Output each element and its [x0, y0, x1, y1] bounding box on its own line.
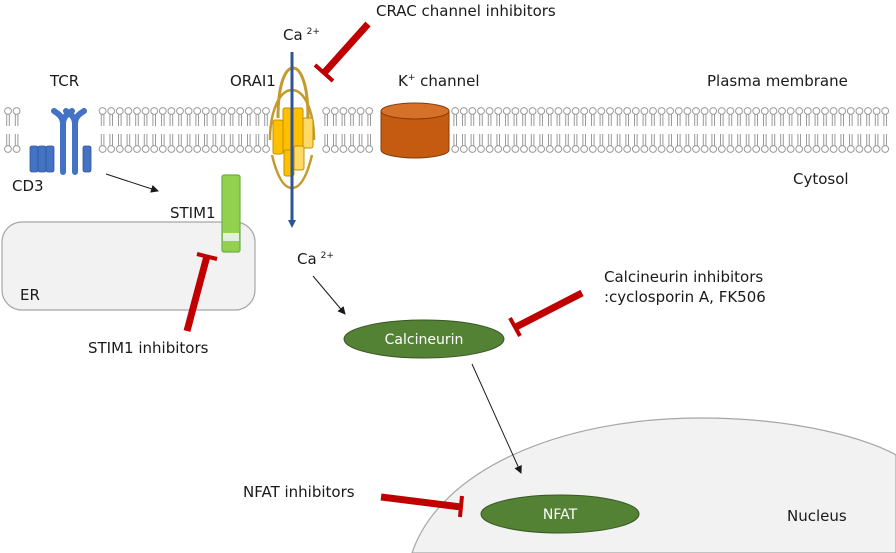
tcr-receptor — [51, 108, 87, 175]
stim1-inhibitor-bar — [183, 252, 218, 332]
calcineurin-inhibitors-detail: :cyclosporin A, FK506 — [604, 288, 766, 306]
plasma-membrane-bilayer — [4, 107, 890, 153]
nfat-inhibitors-label: NFAT inhibitors — [243, 483, 355, 501]
tcr-to-stim1-arrow — [105, 173, 159, 193]
nfat-node — [480, 494, 640, 534]
orai1-label: ORAI1 — [230, 72, 276, 90]
endoplasmic-reticulum — [1, 221, 256, 311]
potassium-channel — [380, 102, 450, 159]
nfat-label: NFAT — [543, 507, 578, 523]
nucleus — [411, 417, 896, 553]
nfat-inhibitor-bar — [380, 493, 464, 518]
calcineurin-inhibitor-bar — [508, 289, 584, 337]
tcr-label: TCR — [49, 72, 79, 90]
cytosol-label: Cytosol — [793, 170, 849, 188]
er-label: ER — [20, 286, 40, 304]
stim1-protein — [221, 174, 241, 253]
stim1-label: STIM1 — [170, 204, 216, 222]
k-channel-label: K+ channel — [398, 72, 480, 90]
calcineurin-inhibitors-label: Calcineurin inhibitors — [604, 268, 763, 286]
calcium-to-calcineurin-arrow — [312, 275, 346, 315]
crac-inhibitor-bar — [313, 21, 371, 83]
cd3-label: CD3 — [12, 177, 44, 195]
calcineurin-to-nfat-arrow — [471, 363, 522, 474]
nucleus-label: Nucleus — [787, 507, 847, 525]
crac-inhibitors-label: CRAC channel inhibitors — [376, 2, 556, 20]
calcineurin-label: Calcineurin — [385, 332, 464, 348]
stim1-inhibitors-label: STIM1 inhibitors — [88, 339, 209, 357]
plasma-membrane-label: Plasma membrane — [707, 72, 848, 90]
calcineurin-node — [343, 319, 505, 359]
cd3-complex — [29, 145, 92, 173]
